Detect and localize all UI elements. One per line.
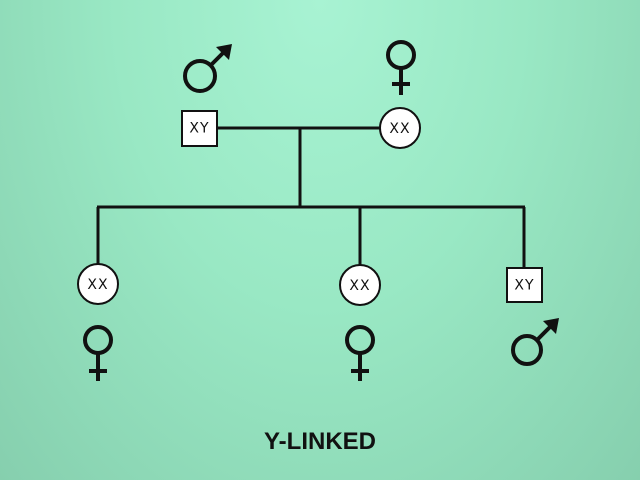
female-symbol-icon: [386, 40, 416, 95]
diagram-title: Y-LINKED: [263, 428, 376, 455]
mother-node: XX: [379, 107, 421, 149]
child-2-label: XX: [349, 278, 370, 294]
female-symbol-icon: [345, 325, 375, 381]
female-circle: [77, 263, 119, 305]
female-circle: [379, 107, 421, 149]
female-symbol-icon: [83, 325, 113, 381]
male-symbol-icon: [183, 44, 232, 93]
male-symbol-icon: [511, 318, 559, 366]
male-square: [181, 110, 218, 147]
child-3-node: XY: [506, 267, 543, 303]
father-node: XY: [181, 110, 218, 147]
child-1-label: XX: [87, 277, 108, 293]
mother-label: XX: [389, 121, 410, 137]
child-2-node: XX: [339, 264, 381, 306]
male-square: [506, 267, 543, 303]
father-label: XY: [189, 121, 209, 137]
child-1-node: XX: [77, 263, 119, 305]
child-3-label: XY: [514, 278, 534, 294]
female-circle: [339, 264, 381, 306]
